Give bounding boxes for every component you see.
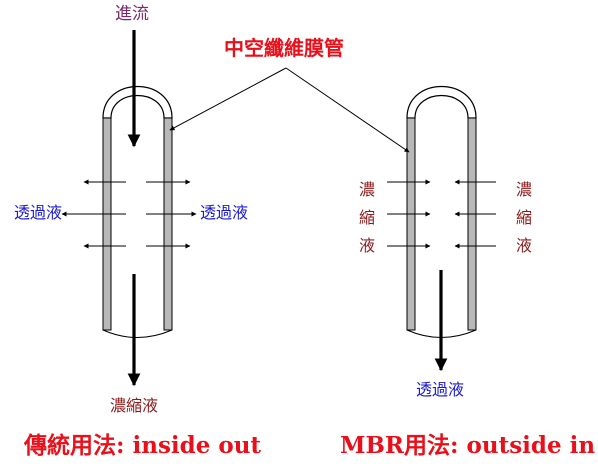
concentrate-right-char: 縮 <box>515 208 532 227</box>
right-tube-wall-left <box>406 117 416 331</box>
left-permeate-arrows <box>61 179 197 249</box>
left-tube-cap <box>102 86 173 119</box>
concentrate-out-label: 濃縮液 <box>110 396 159 415</box>
hollow-fiber-callout-lines <box>169 67 410 153</box>
permeate-left-label: 透過液 <box>14 203 63 222</box>
permeate-right-label: 透過液 <box>200 203 249 222</box>
permeate-out-label: 透過液 <box>416 380 465 399</box>
left-tube-bottom-opening <box>102 329 173 338</box>
right-tube-wall-right <box>467 117 477 331</box>
concentrate-left-char: 縮 <box>358 208 375 227</box>
hollow-fiber-label: 中空纖維膜管 <box>224 36 344 60</box>
left-tube-wall-right <box>163 117 173 331</box>
concentrate-left-char: 液 <box>358 236 375 255</box>
outside-in-caption: MBR用法: outside in <box>340 432 596 459</box>
concentrate-left-char: 濃 <box>358 180 375 199</box>
left-tube-wall-left <box>102 117 112 331</box>
right-concentrate-arrows <box>387 179 496 249</box>
inside-out-caption: 傳統用法: inside out <box>24 432 262 459</box>
inflow-label: 進流 <box>115 4 149 24</box>
right-tube-cap <box>406 86 477 119</box>
concentrate-left-label: 濃 縮 液 <box>357 180 377 264</box>
concentrate-right-label: 濃 縮 液 <box>514 180 534 264</box>
left-hollow-fiber-tube <box>102 86 173 338</box>
concentrate-right-char: 濃 <box>515 180 532 199</box>
concentrate-right-char: 液 <box>515 236 532 255</box>
